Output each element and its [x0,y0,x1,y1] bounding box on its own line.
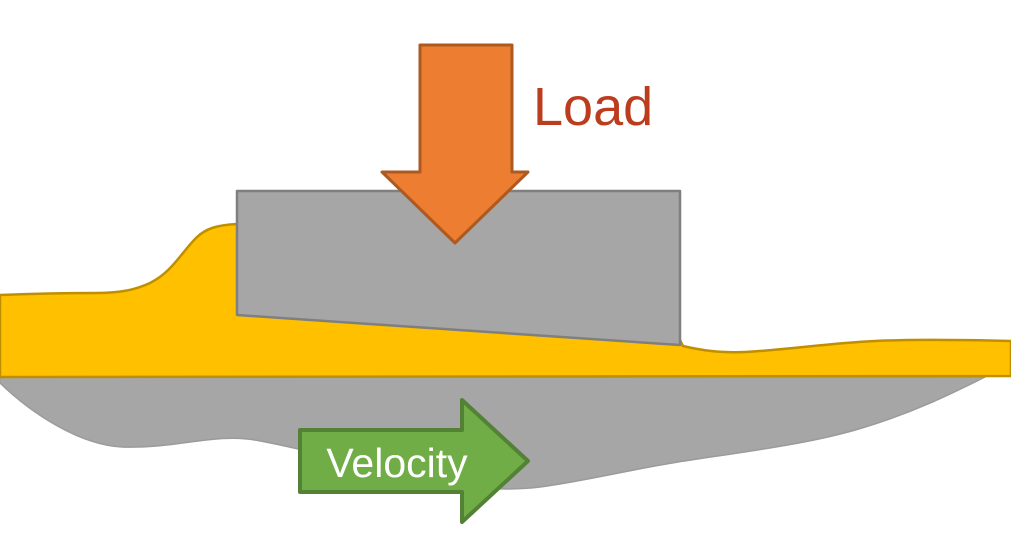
load-label: Load [533,77,653,137]
slider-block-shape [235,189,682,347]
velocity-label: Velocity [326,440,468,486]
load-arrow-icon [380,43,530,245]
velocity-arrow-icon [298,398,530,524]
